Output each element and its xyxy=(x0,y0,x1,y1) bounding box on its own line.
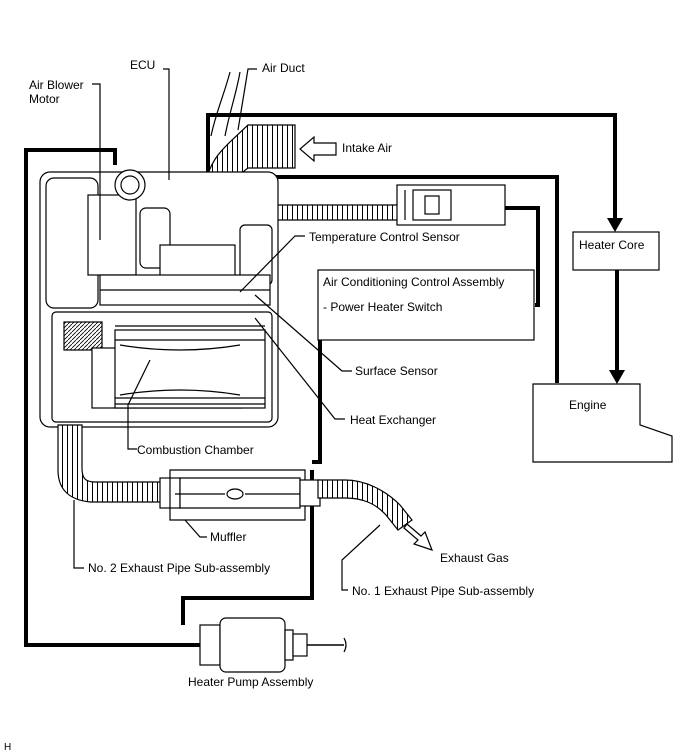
label-heat-exchanger: Heat Exchanger xyxy=(350,413,436,427)
label-ac-control-assembly: Air Conditioning Control Assembly xyxy=(323,275,504,289)
heater-body xyxy=(39,169,279,428)
ac-control-box xyxy=(317,269,535,341)
engine-box xyxy=(532,383,673,463)
label-no1-exhaust-pipe: No. 1 Exhaust Pipe Sub-assembly xyxy=(352,584,534,598)
label-ecu: ECU xyxy=(130,58,155,72)
label-intake-air: Intake Air xyxy=(342,141,392,155)
label-power-heater-switch: - Power Heater Switch xyxy=(323,300,442,314)
label-muffler: Muffler xyxy=(210,530,246,544)
label-no2-exhaust-pipe: No. 2 Exhaust Pipe Sub-assembly xyxy=(88,561,270,575)
no1-exhaust-pipe xyxy=(317,479,413,531)
corner-mark: H xyxy=(4,742,11,753)
label-engine: Engine xyxy=(569,398,607,412)
exhaust-gas-arrow xyxy=(403,523,434,551)
label-air-blower-motor-2: Motor xyxy=(29,92,60,106)
heater-core-box xyxy=(572,231,660,271)
label-heater-core: Heater Core xyxy=(579,238,645,252)
connector xyxy=(396,184,506,226)
no2-exhaust-pipe xyxy=(57,424,166,503)
heater-pump xyxy=(199,617,308,673)
muffler xyxy=(159,469,321,521)
label-heater-pump-assembly: Heater Pump Assembly xyxy=(188,675,313,689)
label-air-blower-motor-1: Air Blower xyxy=(29,78,84,92)
label-temperature-control-sensor: Temperature Control Sensor xyxy=(309,230,460,244)
label-surface-sensor: Surface Sensor xyxy=(355,364,438,378)
label-combustion-chamber: Combustion Chamber xyxy=(137,443,254,457)
intake-air-arrow xyxy=(299,135,337,163)
label-air-duct: Air Duct xyxy=(262,61,305,75)
label-exhaust-gas: Exhaust Gas xyxy=(440,551,509,565)
leader-lines xyxy=(73,68,381,591)
